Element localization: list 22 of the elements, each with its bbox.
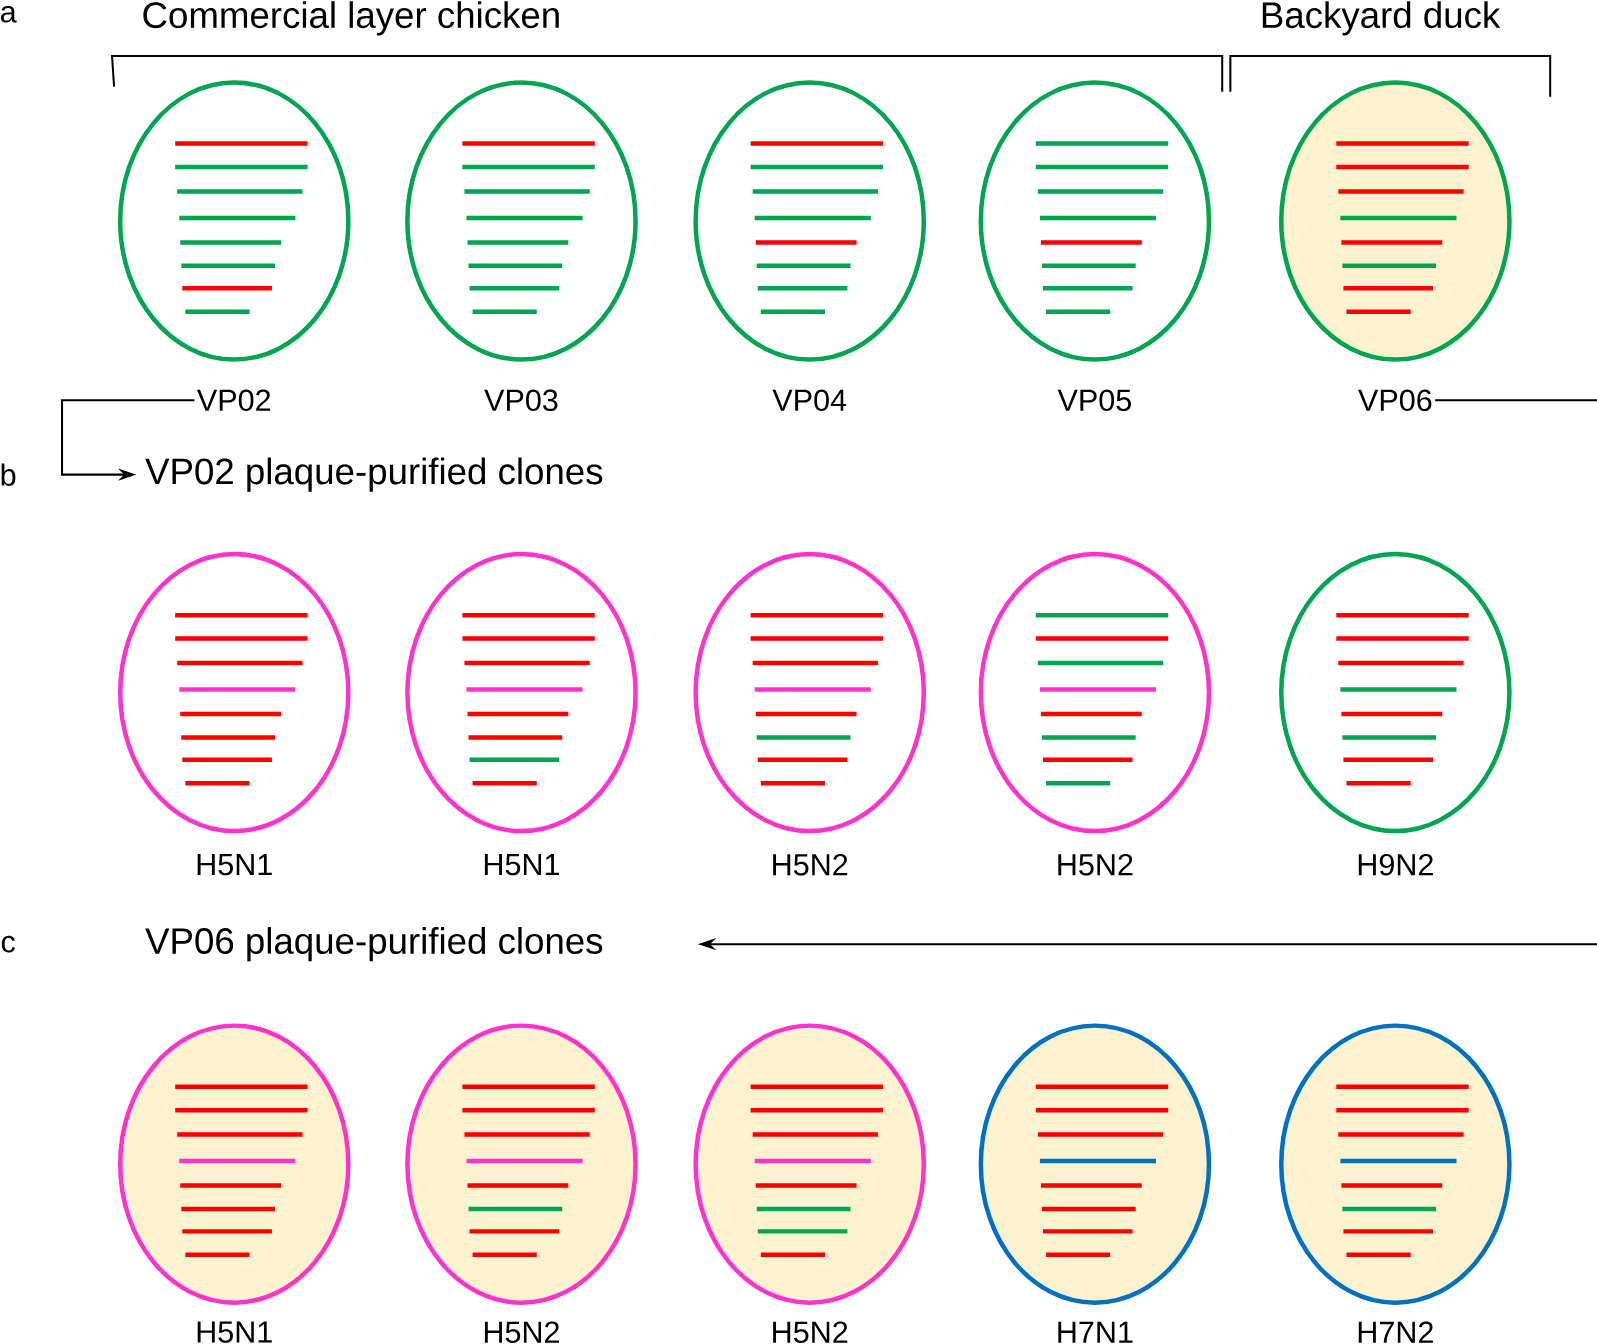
strain-label: H5N2 — [773, 1321, 848, 1343]
strain-label: H5N1 — [197, 1321, 272, 1343]
strain-label: H7N2 — [1358, 1321, 1433, 1343]
panel-heading: VP06 plaque-purified clones — [145, 926, 603, 962]
group-heading: Backyard duck — [1262, 1, 1501, 36]
strain-label: H5N1 — [197, 853, 272, 876]
strain-label: H7N1 — [1058, 1321, 1133, 1343]
strain-label: VP05 — [1057, 389, 1131, 411]
strain-label: H9N2 — [1358, 853, 1433, 876]
strain-label: H5N2 — [484, 1321, 559, 1343]
strain-label: VP06 — [1358, 389, 1432, 411]
panel-heading: VP02 plaque-purified clones — [145, 457, 603, 492]
group-heading: Commercial layer chicken — [143, 1, 559, 36]
panel-letter: b — [1, 463, 16, 486]
strain-label: H5N1 — [484, 853, 559, 876]
strain-label: VP02 — [197, 389, 271, 411]
panel-letter: a — [0, 5, 17, 23]
strain-label: VP03 — [484, 389, 558, 411]
strain-label: VP04 — [772, 389, 847, 411]
panel-letter: c — [1, 935, 15, 953]
strain-label: H5N2 — [773, 853, 848, 876]
strain-label: H5N2 — [1058, 853, 1133, 876]
